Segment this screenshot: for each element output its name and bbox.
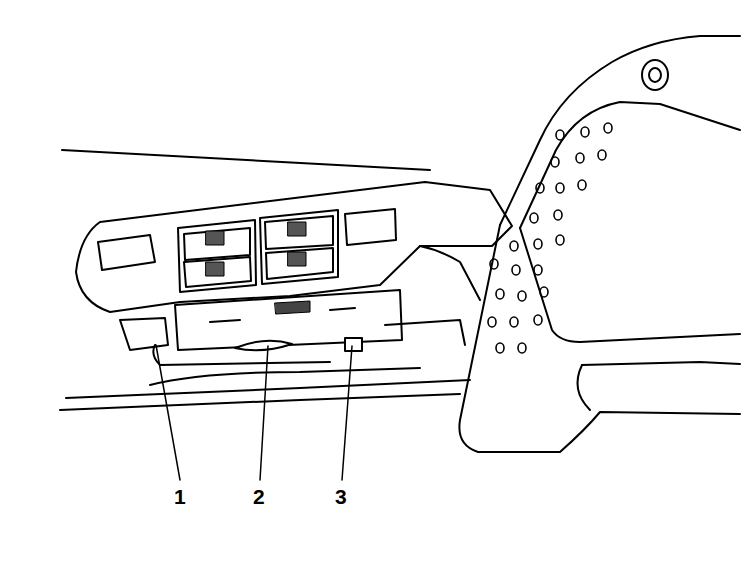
line-art	[556, 130, 564, 140]
line-art	[642, 60, 668, 90]
line-art	[518, 291, 526, 301]
line-art	[556, 235, 564, 245]
line-art	[530, 213, 538, 223]
line-art	[488, 317, 496, 327]
line-art	[60, 394, 460, 410]
line-art	[265, 216, 333, 249]
line-art	[330, 308, 355, 310]
line-art	[598, 150, 606, 160]
handle-perforations	[488, 123, 612, 353]
line-art	[175, 290, 402, 350]
line-art	[649, 68, 661, 82]
line-art	[512, 265, 520, 275]
line-art	[500, 36, 740, 225]
line-art	[551, 157, 559, 167]
line-art	[288, 222, 306, 236]
line-art	[385, 320, 465, 345]
line-art	[534, 315, 542, 325]
line-art	[490, 259, 498, 269]
line-art	[534, 239, 542, 249]
line-art	[518, 343, 526, 353]
grab-handle	[459, 36, 740, 452]
line-art	[260, 346, 268, 480]
line-art	[98, 235, 155, 270]
line-art	[578, 365, 591, 410]
line-art	[534, 265, 542, 275]
line-art	[184, 228, 250, 260]
line-art	[76, 182, 512, 312]
line-art	[556, 183, 564, 193]
line-art	[266, 248, 333, 279]
line-art	[62, 150, 430, 170]
line-art	[581, 127, 589, 137]
line-art	[496, 289, 504, 299]
line-art	[582, 362, 740, 365]
line-art	[156, 345, 180, 480]
line-art	[260, 210, 338, 284]
line-art	[510, 317, 518, 327]
line-art	[459, 225, 740, 452]
leader-lines	[156, 345, 352, 480]
line-art	[345, 338, 362, 351]
line-art	[210, 320, 240, 322]
line-art	[235, 341, 292, 350]
line-art	[510, 241, 518, 251]
line-art	[576, 153, 584, 163]
switch-module	[120, 290, 465, 365]
line-art	[342, 346, 352, 480]
callout-number: 3	[335, 486, 347, 507]
line-art	[496, 343, 504, 353]
line-art	[275, 301, 310, 314]
line-art	[554, 210, 562, 220]
line-art	[536, 183, 544, 193]
line-art	[150, 368, 420, 385]
line-art	[540, 287, 548, 297]
line-art	[520, 228, 740, 342]
line-art	[578, 180, 586, 190]
line-art	[206, 262, 224, 276]
switch-buttons	[98, 209, 396, 292]
line-art	[420, 246, 480, 300]
callout-number: 1	[174, 486, 186, 507]
line-art	[120, 318, 168, 350]
switch-bezel	[76, 182, 512, 312]
line-art	[184, 257, 251, 287]
line-art	[206, 231, 224, 245]
callout-number: 2	[253, 486, 265, 507]
line-art	[520, 102, 740, 228]
line-art	[288, 252, 306, 266]
line-art	[604, 123, 612, 133]
line-art	[345, 209, 396, 245]
line-art	[178, 220, 256, 292]
